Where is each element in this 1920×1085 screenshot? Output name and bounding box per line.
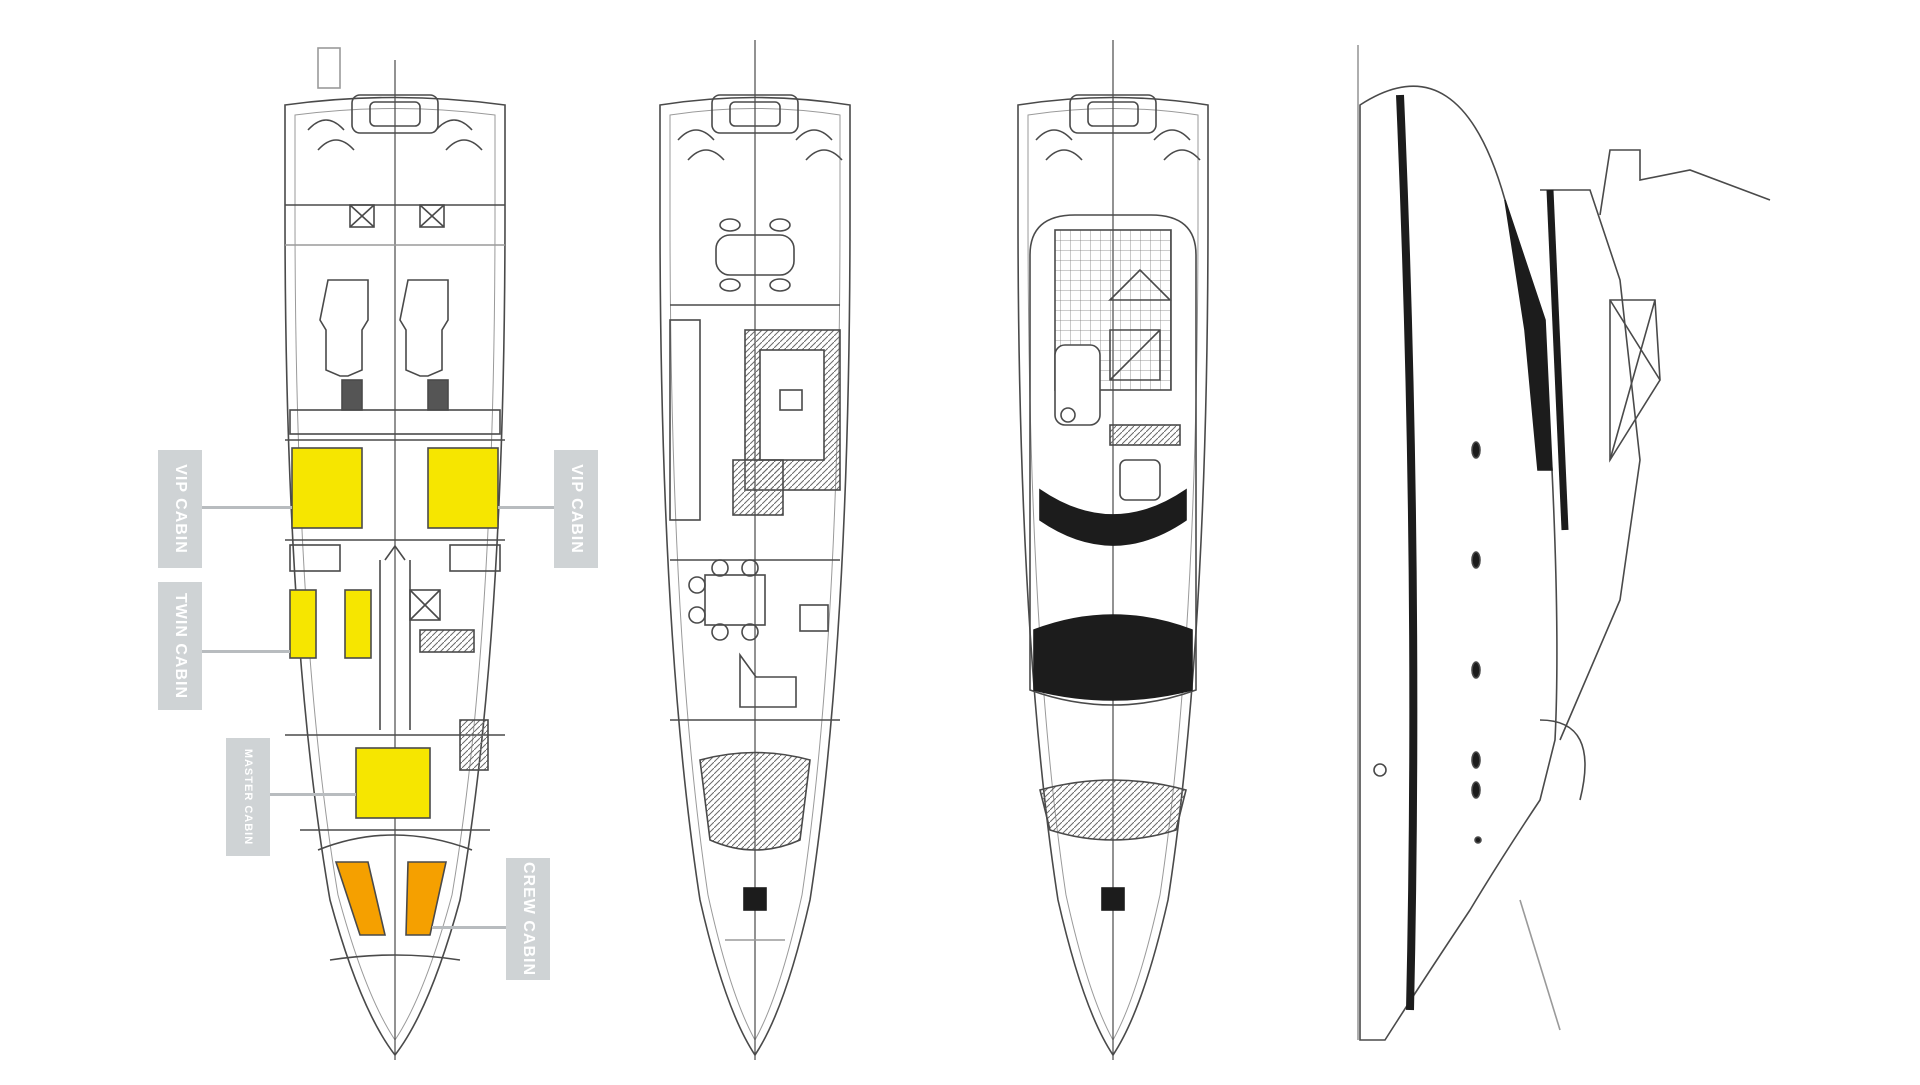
lower-deck-plan [284, 47, 506, 1060]
master-cabin-text: MASTER CABIN [242, 748, 254, 846]
vip-cabin-right-leader [498, 506, 554, 509]
crew-cabin-right-bed [405, 861, 447, 936]
vip-cabin-right-label: VIP CABIN [554, 450, 598, 568]
vip-cabin-left-label: VIP CABIN [158, 450, 202, 568]
master-cabin-bed [355, 747, 431, 819]
twin-cabin-bed-2 [344, 589, 372, 659]
twin-cabin-label: TWIN CABIN [158, 582, 202, 710]
main-deck-plan [659, 40, 851, 1060]
master-cabin-label: MASTER CABIN [226, 738, 270, 856]
crew-cabin-leader [432, 926, 506, 929]
twin-cabin-text: TWIN CABIN [172, 593, 190, 699]
vip-cabin-left-bed [291, 447, 363, 529]
crew-cabin-label: CREW CABIN [506, 858, 550, 980]
master-cabin-leader [270, 793, 356, 796]
vip-cabin-right-text: VIP CABIN [568, 464, 586, 554]
twin-cabin-leader [202, 650, 290, 653]
vip-cabin-left-text: VIP CABIN [172, 464, 190, 554]
crew-cabin-text: CREW CABIN [520, 862, 537, 976]
twin-cabin-bed-1 [289, 589, 317, 659]
profile-view [1357, 45, 1771, 1041]
hull-outline [284, 96, 506, 1057]
vip-cabin-left-leader [202, 506, 292, 509]
flybridge-plan [1017, 40, 1209, 1060]
crew-cabin-left-bed [334, 861, 387, 936]
vip-cabin-right-bed [427, 447, 499, 529]
